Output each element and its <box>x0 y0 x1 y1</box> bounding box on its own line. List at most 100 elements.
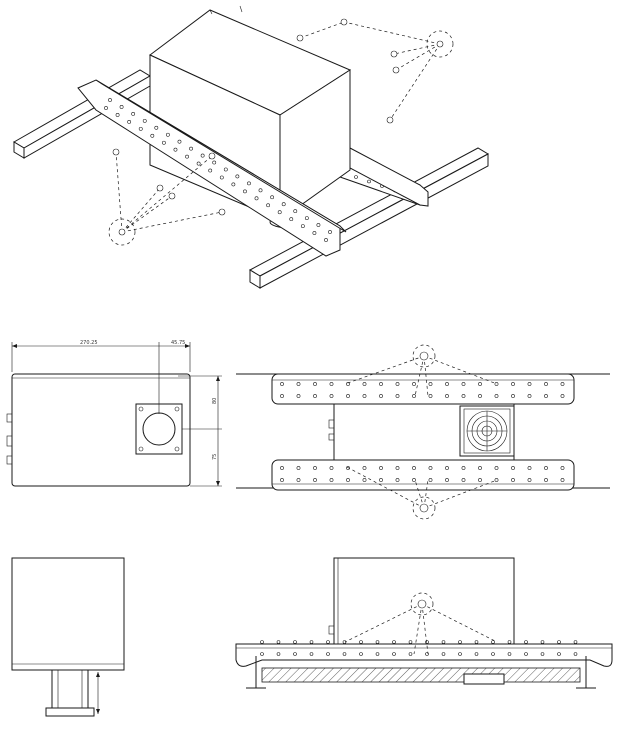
plate-hole <box>491 640 495 644</box>
plate-hole <box>412 478 416 482</box>
plate-hole <box>412 394 416 398</box>
plate-hole <box>304 216 309 221</box>
plate-hole <box>367 179 371 184</box>
plate-hole <box>507 640 512 644</box>
plate-hole <box>557 652 561 656</box>
plate-hole <box>296 382 301 386</box>
plate-hole <box>313 478 317 482</box>
plate-hole <box>326 640 330 644</box>
plate-hole <box>258 188 263 193</box>
plate-hole <box>293 640 297 644</box>
plate-hole <box>392 652 396 656</box>
plate-hole <box>461 466 466 470</box>
plate-hole <box>156 184 164 192</box>
plate-hole <box>309 640 314 644</box>
plate-hole <box>362 394 367 398</box>
plate-hole <box>313 466 317 470</box>
plate-hole <box>395 394 400 398</box>
plate-hole <box>507 652 512 656</box>
plate-hole <box>478 382 482 386</box>
plate-hole <box>342 640 347 644</box>
plate-hole <box>177 139 182 144</box>
plate-hole <box>316 223 321 227</box>
plate-hole <box>461 382 466 386</box>
plate-hole <box>527 466 532 470</box>
plate-hole <box>428 382 433 386</box>
plate-hole <box>445 466 449 470</box>
plate-hole <box>494 394 499 398</box>
plate-hole <box>458 640 462 644</box>
plate-hole <box>379 382 383 386</box>
plate-hole <box>346 478 350 482</box>
dim-overall-width: 270.25 <box>80 340 98 346</box>
plate-hole <box>494 466 499 470</box>
plate-hole <box>560 382 565 386</box>
plate-hole <box>494 478 499 482</box>
plate-hole <box>428 466 433 470</box>
plate-hole <box>118 228 126 236</box>
plate-hole <box>119 105 124 109</box>
plate-hole <box>260 640 264 644</box>
plate-hole <box>458 652 462 656</box>
plate-hole <box>362 466 367 470</box>
plate-hole <box>544 466 548 470</box>
plate-hole <box>329 394 334 398</box>
plate-hole <box>362 478 367 482</box>
plate-hole <box>127 119 132 124</box>
plate-hole <box>386 116 394 124</box>
plate-hole <box>478 466 482 470</box>
plate-hole <box>280 394 284 398</box>
plate-hole <box>235 174 240 179</box>
front-elevation <box>235 557 613 689</box>
plate-hole <box>441 640 446 644</box>
plate-hole <box>428 478 433 482</box>
plate-hole <box>173 147 178 152</box>
plate-hole <box>375 652 380 656</box>
plate-hole <box>560 394 565 398</box>
plate-hole <box>247 181 251 186</box>
plate-hole <box>324 238 328 242</box>
plate-hole <box>168 192 176 200</box>
plate-hole <box>511 394 515 398</box>
plate-hole <box>544 394 548 398</box>
plate-hole <box>412 382 416 386</box>
plate-hole <box>276 640 281 644</box>
plate-hole <box>573 652 578 656</box>
plate-hole <box>231 182 236 187</box>
plate-hole <box>425 640 429 644</box>
plate-hole <box>359 652 363 656</box>
plate-hole <box>329 466 334 470</box>
plate-hole <box>511 466 515 470</box>
plate-hole <box>524 652 528 656</box>
plate-hole <box>300 224 305 229</box>
plate-hole <box>412 466 416 470</box>
plate-hole <box>196 161 201 166</box>
plate-hole <box>392 640 396 644</box>
side-view <box>11 557 125 717</box>
plate-hole <box>390 50 398 58</box>
fastener-callouts-iso <box>108 18 454 246</box>
plate-hole <box>379 478 383 482</box>
dim-height-a: 80 <box>212 398 218 404</box>
plate-hole <box>511 382 515 386</box>
plate-hole <box>326 652 330 656</box>
plate-hole <box>560 478 565 482</box>
plate-hole <box>474 640 479 644</box>
plate-hole <box>342 652 347 656</box>
plate-hole <box>185 154 189 159</box>
plate-hole <box>491 652 495 656</box>
plate-hole <box>494 382 499 386</box>
plate-hole <box>276 652 281 656</box>
plate-hole <box>379 466 383 470</box>
plate-hole <box>445 394 449 398</box>
plate-hole <box>329 382 334 386</box>
plate-hole <box>527 478 532 482</box>
plate-hole <box>277 210 282 215</box>
plate-hole <box>328 230 332 234</box>
plate-hole <box>104 106 108 110</box>
plate-hole <box>408 640 413 644</box>
plate-hole <box>289 217 294 222</box>
plate-hole <box>218 208 226 216</box>
plate-hole <box>441 652 446 656</box>
